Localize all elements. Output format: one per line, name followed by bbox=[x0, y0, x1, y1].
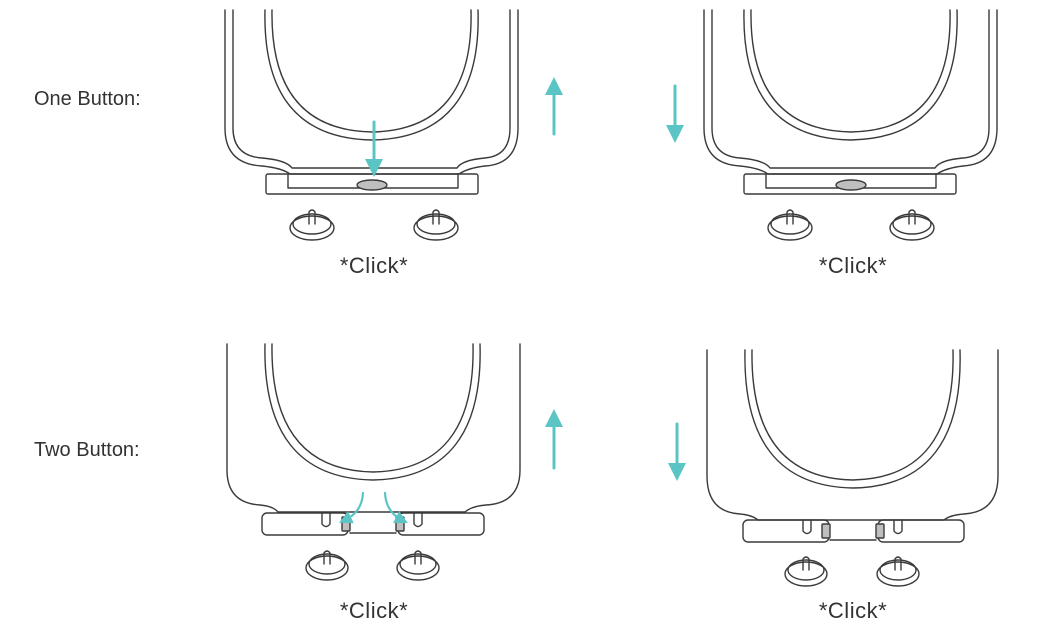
hinge-post-icon bbox=[413, 209, 459, 241]
hinge-post-icon bbox=[889, 209, 935, 241]
seat-two-button-right bbox=[706, 349, 999, 587]
seat-one-button-right bbox=[703, 9, 998, 241]
press-arrow-icon bbox=[339, 491, 365, 524]
hinge-post-icon bbox=[784, 556, 828, 587]
hinge-post-icon bbox=[305, 550, 349, 581]
hinge-post-icon bbox=[289, 209, 335, 241]
click-caption-two-button-left: *Click* bbox=[339, 598, 409, 623]
press-arrow-icon bbox=[383, 491, 408, 523]
row-label-two-button: Two Button: bbox=[34, 439, 140, 461]
row-label-one-button: One Button: bbox=[34, 88, 141, 110]
click-caption-one-button-right: *Click* bbox=[818, 253, 888, 278]
seat-two-button-left bbox=[226, 343, 521, 581]
click-caption-one-button-left: *Click* bbox=[339, 253, 409, 278]
hinge-post-icon bbox=[876, 556, 920, 587]
seat-one-button-left bbox=[224, 9, 519, 241]
hinge-post-icon bbox=[396, 550, 440, 581]
click-caption-two-button-right: *Click* bbox=[818, 598, 888, 623]
hinge-post-icon bbox=[767, 209, 813, 241]
